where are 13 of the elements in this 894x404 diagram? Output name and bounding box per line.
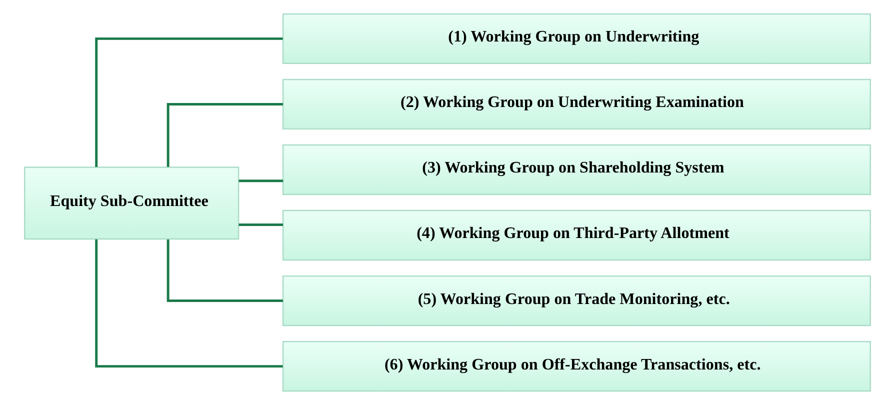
connector	[238, 223, 283, 226]
connector	[94, 36, 282, 167]
connector	[94, 238, 282, 368]
node-box: (2) Working Group on Underwriting Examination	[282, 78, 870, 130]
connector	[238, 179, 283, 182]
connector	[166, 239, 282, 302]
node-box: (3) Working Group on Shareholding System	[282, 144, 870, 195]
node-box: (6) Working Group on Off-Exchange Transactions, etc.	[282, 340, 870, 392]
node-box: (5) Working Group on Trade Monitoring, etc.	[282, 274, 870, 326]
node-box: (4) Working Group on Third-Party Allotment	[282, 209, 870, 260]
connector	[166, 102, 282, 166]
node-box: Equity Sub-Committee	[24, 166, 239, 240]
node-box: (1) Working Group on Underwriting	[282, 12, 870, 64]
